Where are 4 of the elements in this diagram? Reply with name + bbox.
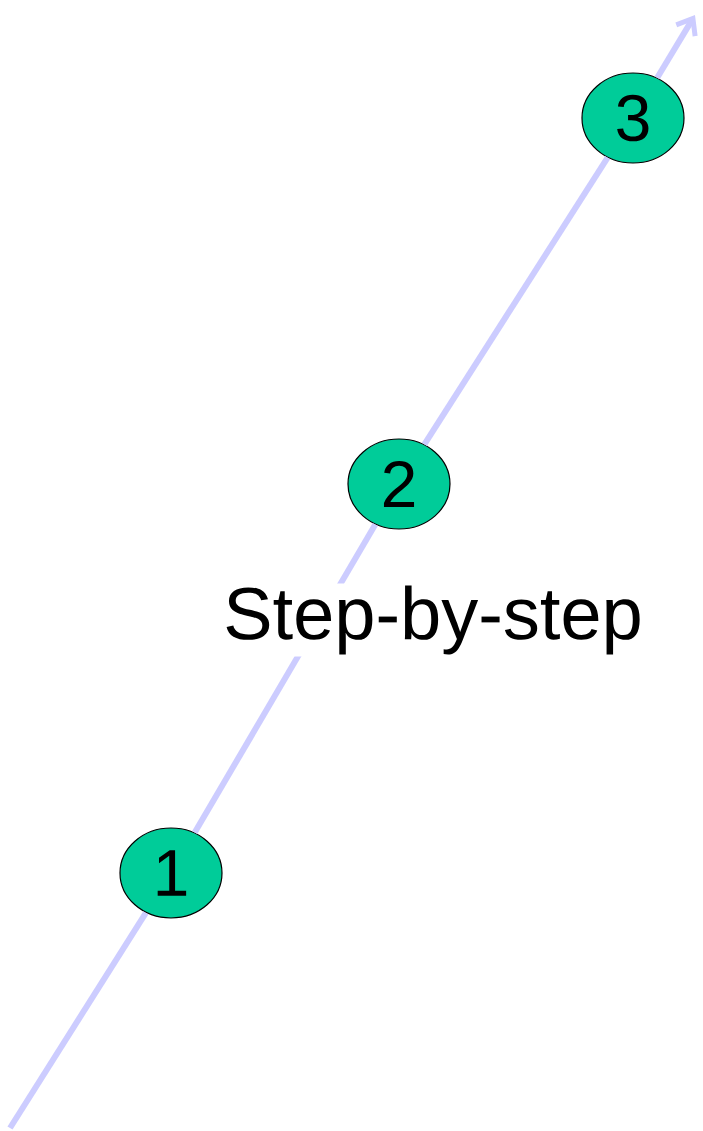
caption-text: Step-by-step [221, 583, 645, 657]
connector-line [421, 156, 611, 446]
arrow [654, 15, 698, 80]
connector-line [7, 911, 149, 1130]
